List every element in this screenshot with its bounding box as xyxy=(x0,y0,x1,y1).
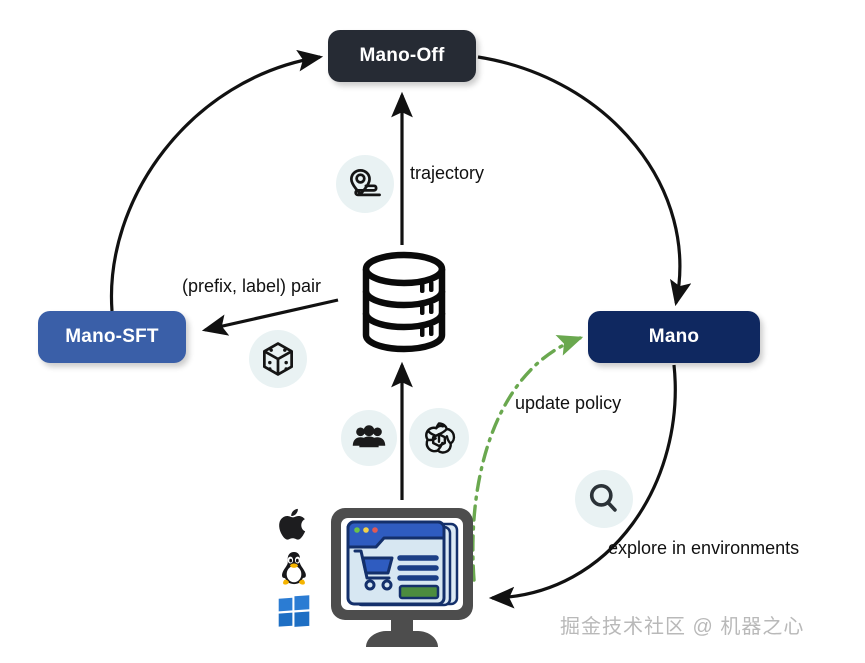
node-mano[interactable]: Mano xyxy=(588,311,760,363)
node-mano-off-label: Mano-Off xyxy=(359,45,445,66)
monitor-browser-icon xyxy=(328,502,476,654)
search-magnifier-icon xyxy=(575,470,633,528)
watermark-text: 掘金技术社区 @ 机器之心 xyxy=(560,616,805,638)
edge-monitor-to-mano-update-policy xyxy=(471,335,584,582)
edge-label-update-policy: update policy xyxy=(515,393,622,413)
edge-label-prefix-label-pair: (prefix, label) pair xyxy=(182,276,322,296)
windows-logo-icon xyxy=(274,592,314,632)
edge-mano-to-monitor xyxy=(488,364,677,609)
dice-icon xyxy=(249,330,307,388)
linux-tux-icon xyxy=(274,549,314,589)
node-mano-off[interactable]: Mano-Off xyxy=(328,30,476,82)
users-group-icon xyxy=(341,410,397,466)
edge-label-explore-in-environments: explore in environments xyxy=(608,538,800,558)
node-mano-sft[interactable]: Mano-SFT xyxy=(38,311,186,363)
apple-logo-icon xyxy=(274,504,314,544)
edge-mano-sft-to-mano-off xyxy=(109,49,324,312)
edge-database-to-mano-sft xyxy=(201,298,339,336)
node-mano-sft-label: Mano-SFT xyxy=(65,326,159,347)
database-icon xyxy=(348,248,460,356)
trajectory-route-icon xyxy=(336,155,394,213)
node-mano-label: Mano xyxy=(648,326,700,347)
edge-label-trajectory: trajectory xyxy=(410,163,485,183)
edge-mano-off-to-mano xyxy=(477,55,692,307)
openai-logo-icon xyxy=(409,408,469,468)
